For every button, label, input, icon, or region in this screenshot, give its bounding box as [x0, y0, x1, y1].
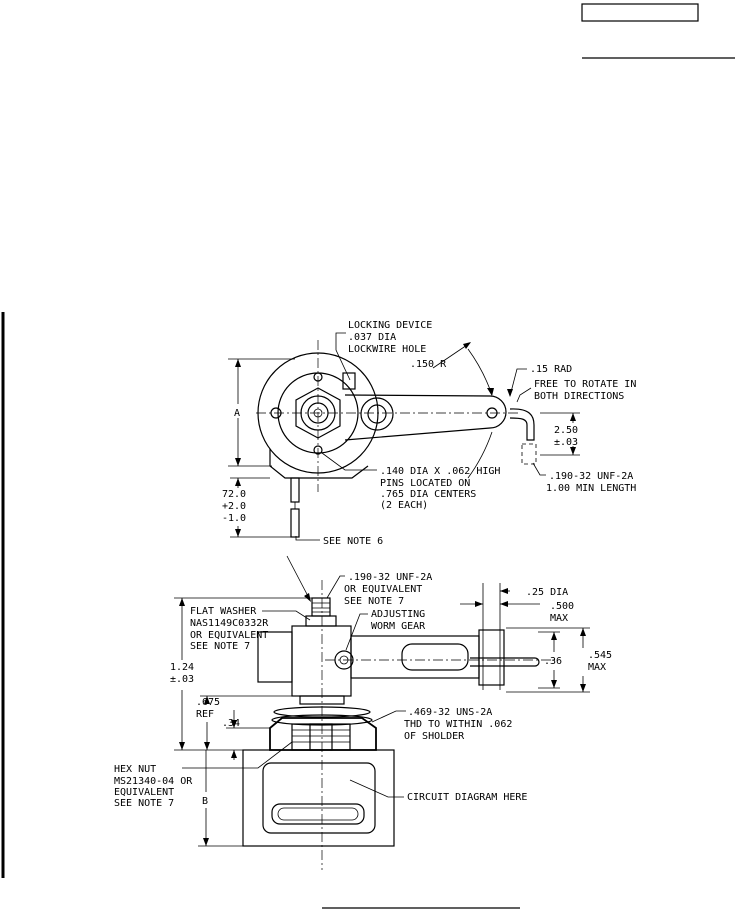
thread-190-top-line-1: .190-32 UNF-2A	[549, 471, 633, 482]
lead-length-line-3: -1.0	[222, 513, 246, 524]
thread-190-side-line-3: SEE NOTE 7	[344, 596, 404, 607]
free-rotate-line-2: BOTH DIRECTIONS	[534, 391, 624, 402]
radius-150-label: .150 R	[410, 359, 447, 370]
rad-15-label: .15 RAD	[530, 364, 572, 375]
body-left-block	[257, 631, 293, 683]
thread-190-side-line-1: .190-32 UNF-2A	[348, 572, 432, 583]
thread-469-line-1: .469-32 UNS-2A	[408, 707, 492, 718]
max-545-line-2: MAX	[588, 662, 606, 673]
side-view	[174, 555, 590, 870]
wire-boot	[290, 477, 300, 503]
side-arm	[350, 635, 480, 679]
thread-469-line-2: THD TO WITHIN .062	[404, 719, 512, 730]
pins-line-1: .140 DIA X .062 HIGH	[380, 466, 500, 477]
max-545-line-1: .545	[588, 650, 612, 661]
header-box	[581, 3, 699, 22]
flat-washer-line-4: SEE NOTE 7	[190, 641, 250, 652]
lead-length-line-1: 72.0	[222, 489, 246, 500]
max-500-line-1: .500	[550, 601, 574, 612]
lead-length-line-2: +2.0	[222, 501, 246, 512]
pins-line-2: PINS LOCATED ON	[380, 478, 470, 489]
hex-nut-line-1: HEX NUT	[114, 764, 156, 775]
dim-124-line-2: ±.03	[170, 674, 194, 685]
see-note-6-label: SEE NOTE 6	[323, 536, 383, 547]
dia-25-label: .25 DIA	[526, 587, 568, 598]
dim-a-label: A	[234, 408, 240, 419]
hex-nut	[291, 723, 351, 751]
dim-675-line-2: REF	[196, 709, 214, 720]
lockwire-tab	[342, 372, 356, 390]
thread-190-top-line-2: 1.00 MIN LENGTH	[546, 483, 636, 494]
adjusting-line-1: ADJUSTING	[371, 609, 425, 620]
flat-washer-line-3: OR EQUIVALENT	[190, 630, 268, 641]
top-stud	[311, 597, 331, 617]
locking-device-line-3: LOCKWIRE HOLE	[348, 344, 426, 355]
dim-124-line-1: 1.24	[170, 662, 194, 673]
pins-line-3: .765 DIA CENTERS	[380, 489, 476, 500]
hex-nut-line-3: EQUIVALENT	[114, 787, 174, 798]
thread-190-side-line-2: OR EQUIVALENT	[344, 584, 422, 595]
top-washer	[305, 615, 337, 627]
tol-03-label: ±.03	[554, 437, 578, 448]
circuit-diagram-label: CIRCUIT DIAGRAM HERE	[407, 792, 527, 803]
dim-b-label: B	[202, 796, 208, 807]
pins-line-4: (2 EACH)	[380, 500, 428, 511]
arm-boss-outer	[360, 397, 394, 431]
lever-arm	[344, 394, 507, 441]
locking-device-line-1: LOCKING DEVICE	[348, 320, 432, 331]
lower-housing	[269, 449, 369, 479]
thread-469-line-3: OF SHOLDER	[404, 731, 465, 742]
dim-675-line-1: .675	[196, 697, 220, 708]
hex-nut-line-4: SEE NOTE 7	[114, 798, 174, 809]
stud-thread	[521, 443, 537, 465]
arm-stud	[509, 408, 535, 441]
arm-slot	[401, 643, 469, 671]
free-rotate-line-1: FREE TO ROTATE IN	[534, 379, 636, 390]
top-view-labels: LOCKING DEVICE .037 DIA LOCKWIRE HOLE .1…	[222, 320, 636, 547]
adjusting-line-2: WORM GEAR	[371, 621, 426, 632]
flat-washer-line-2: NAS1149C0332R	[190, 618, 269, 629]
dim-36-label: .36	[544, 656, 562, 667]
circuit-housing	[242, 749, 395, 847]
dim-34-label: .34	[222, 718, 240, 729]
max-500-line-2: MAX	[550, 613, 568, 624]
top-view	[228, 332, 580, 541]
wire-lead	[290, 508, 300, 538]
side-view-labels: .190-32 UNF-2A OR EQUIVALENT SEE NOTE 7 …	[114, 572, 612, 809]
dim-250-label: 2.50	[554, 425, 578, 436]
gear-body	[291, 625, 352, 697]
locking-device-line-2: .037 DIA	[348, 332, 396, 343]
hex-nut-line-2: MS21340-04 OR	[114, 776, 193, 787]
arm-boss-inner	[367, 404, 387, 424]
flat-washer-line-1: FLAT WASHER	[190, 606, 257, 617]
